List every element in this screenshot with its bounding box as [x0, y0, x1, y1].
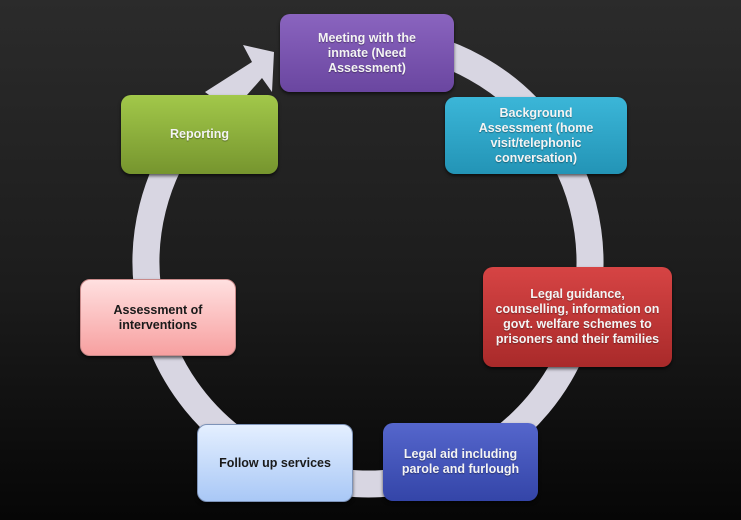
- node-background-assessment[interactable]: Background Assessment (home visit/teleph…: [445, 97, 627, 174]
- node-assessment-of-interventions-label: Assessment of interventions: [113, 302, 203, 332]
- node-follow-up-label: Follow up services: [219, 455, 331, 470]
- node-meeting-label: Meeting with the inmate (Need Assessment…: [318, 30, 416, 75]
- node-reporting[interactable]: Reporting: [121, 95, 278, 174]
- node-reporting-label: Reporting: [169, 127, 230, 141]
- node-follow-up[interactable]: Follow up services: [197, 424, 353, 502]
- node-legal-guidance-label: Legal guidance, counselling, information…: [495, 287, 660, 346]
- node-background-assessment-label: Background Assessment (home visit/teleph…: [478, 105, 594, 165]
- node-legal-guidance[interactable]: Legal guidance, counselling, information…: [483, 267, 672, 367]
- node-legal-aid[interactable]: Legal aid including parole and furlough: [383, 423, 538, 501]
- node-legal-aid-label: Legal aid including parole and furlough: [401, 447, 520, 476]
- node-meeting[interactable]: Meeting with the inmate (Need Assessment…: [280, 14, 454, 92]
- node-assessment-of-interventions[interactable]: Assessment of interventions: [80, 279, 236, 356]
